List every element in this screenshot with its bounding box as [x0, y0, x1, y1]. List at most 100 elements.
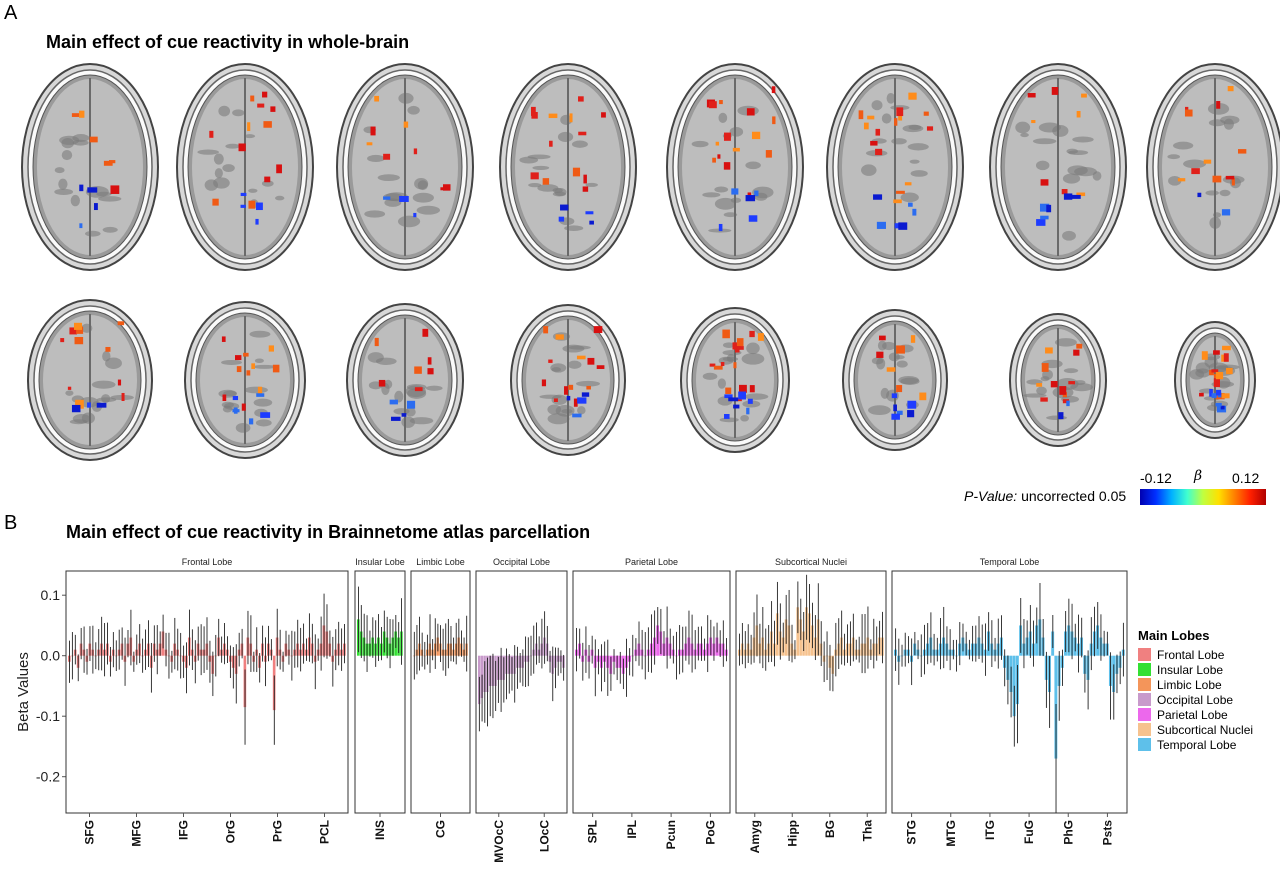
legend-label: Frontal Lobe: [1157, 647, 1225, 662]
colorbar-max-label: 0.12: [1232, 470, 1260, 486]
pvalue-text: uncorrected 0.05: [1017, 488, 1127, 504]
legend-item: Temporal Lobe: [1138, 737, 1253, 752]
facet-strip-label: Subcortical Nuclei: [775, 557, 847, 567]
x-tick-label: MTG: [944, 820, 958, 847]
colorbar-beta-symbol: β: [1194, 468, 1203, 484]
brain-slice: [21, 63, 159, 271]
facet-frame: [65, 570, 349, 814]
facet-strip-label: Frontal Lobe: [182, 557, 233, 567]
x-tick-label: INS: [373, 820, 387, 840]
facet-frame: [410, 570, 471, 814]
panel-a-title: Main effect of cue reactivity in whole-b…: [46, 32, 410, 52]
x-tick-label: IFG: [177, 820, 191, 840]
x-tick-label: OrG: [224, 820, 238, 843]
legend-label: Insular Lobe: [1157, 662, 1224, 677]
legend-label: Temporal Lobe: [1157, 737, 1237, 752]
legend-swatch: [1138, 708, 1151, 721]
facet-strip-label: Occipital Lobe: [493, 557, 550, 567]
brain-slice: [336, 63, 474, 271]
pvalue-label: P-Value:: [964, 488, 1018, 504]
panel-a-letter: A: [4, 2, 18, 24]
legend-item: Limbic Lobe: [1138, 677, 1253, 692]
y-axis-label: Beta Values: [15, 652, 32, 732]
legend-swatch: [1138, 663, 1151, 676]
facet-strip-label: Parietal Lobe: [625, 557, 678, 567]
legend-swatch: [1138, 738, 1151, 751]
x-tick-label: ITG: [983, 820, 997, 840]
x-tick-label: FuG: [1022, 820, 1036, 844]
facet-frame: [354, 570, 406, 814]
x-tick-label: PoG: [703, 820, 717, 845]
brain-slice: [989, 63, 1127, 271]
legend-item: Subcortical Nuclei: [1138, 722, 1253, 737]
colorbar-min-label: -0.12: [1140, 470, 1172, 486]
brain-slice: [826, 63, 964, 271]
y-tick-label: -0.1: [36, 708, 60, 724]
facet-frame: [475, 570, 568, 814]
x-tick-label: PrG: [271, 820, 285, 842]
legend-label: Limbic Lobe: [1157, 677, 1222, 692]
brain-slice: [1174, 321, 1256, 439]
facet-frame: [735, 570, 887, 814]
brain-slice: [680, 307, 790, 453]
x-tick-label: PCL: [318, 820, 332, 844]
x-tick-label: IPL: [625, 820, 639, 839]
y-tick-label: 0.1: [41, 587, 61, 603]
legend-label: Occipital Lobe: [1157, 692, 1234, 707]
brain-slice: [499, 63, 637, 271]
x-tick-label: LOcC: [537, 820, 551, 852]
brain-slice: [176, 63, 314, 271]
x-tick-label: MVOcC: [492, 820, 506, 863]
x-tick-label: SFG: [83, 820, 97, 845]
panel-b-letter: B: [4, 512, 18, 534]
legend-item: Occipital Lobe: [1138, 692, 1253, 707]
y-tick-label: -0.2: [36, 769, 60, 785]
brain-slice: [27, 299, 153, 461]
brain-slice: [842, 309, 948, 451]
legend-item: Insular Lobe: [1138, 662, 1253, 677]
panel-b-title: Main effect of cue reactivity in Brainne…: [66, 522, 591, 542]
colorbar: -0.12 β 0.12: [1140, 468, 1266, 510]
x-tick-label: CG: [434, 820, 448, 838]
pvalue-note: P-Value: uncorrected 0.05: [964, 488, 1126, 504]
legend-item: Frontal Lobe: [1138, 647, 1253, 662]
facet-strip-label: Limbic Lobe: [416, 557, 465, 567]
x-tick-label: SPL: [586, 820, 600, 843]
x-tick-label: Amyg: [748, 820, 762, 853]
facet-frame: [572, 570, 731, 814]
x-tick-label: Pcun: [664, 820, 678, 849]
brain-slice: [1009, 313, 1107, 447]
brain-slice: [346, 303, 464, 457]
legend-swatch: [1138, 648, 1151, 661]
legend-swatch: [1138, 693, 1151, 706]
brain-slice: [666, 63, 804, 271]
legend-title: Main Lobes: [1138, 628, 1210, 643]
x-tick-label: STG: [905, 820, 919, 845]
legend-label: Parietal Lobe: [1157, 707, 1228, 722]
legend-label: Subcortical Nuclei: [1157, 722, 1254, 737]
colorbar-gradient: [1140, 489, 1266, 505]
x-tick-label: Psts: [1100, 820, 1114, 846]
x-tick-label: MFG: [130, 820, 144, 847]
facet-strip-label: Temporal Lobe: [980, 557, 1040, 567]
x-tick-label: BG: [823, 820, 837, 838]
legend-swatch: [1138, 678, 1151, 691]
facet-strip-label: Insular Lobe: [355, 557, 405, 567]
x-tick-label: Tha: [860, 820, 874, 842]
brain-slice: [184, 301, 306, 459]
legend-swatch: [1138, 723, 1151, 736]
x-tick-label: Hipp: [785, 820, 799, 847]
y-tick-label: 0.0: [41, 648, 61, 664]
legend-item: Parietal Lobe: [1138, 707, 1253, 722]
brain-slice: [1146, 63, 1280, 271]
x-tick-label: PhG: [1061, 820, 1075, 845]
brain-slice: [510, 304, 626, 456]
beta-bar-chart: 0.1 0.0 -0.1 -0.2 Beta Values Frontal LobeSFG…: [15, 557, 1128, 863]
